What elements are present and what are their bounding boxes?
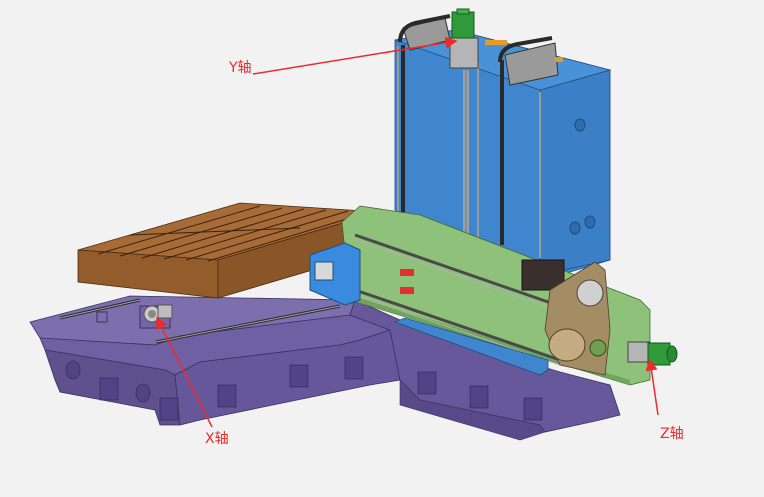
y-axis-label: Y轴: [229, 60, 252, 76]
z-axis-arrow: [645, 358, 659, 416]
annotation-arrows: [156, 36, 659, 428]
x-axis-label: X轴: [205, 431, 229, 447]
crossbeam-motor: [521, 259, 565, 291]
spindle-head: [544, 261, 611, 376]
x-axis-arrow: [156, 316, 213, 428]
x-axis-drive: [139, 304, 173, 329]
y-axis-motor: [451, 8, 475, 39]
y-axis-arrow: [252, 36, 458, 75]
z-axis-label: Z轴: [660, 426, 684, 442]
worktable: [77, 202, 381, 299]
z-axis-motor: [627, 341, 678, 366]
machine-bed: [29, 295, 621, 441]
